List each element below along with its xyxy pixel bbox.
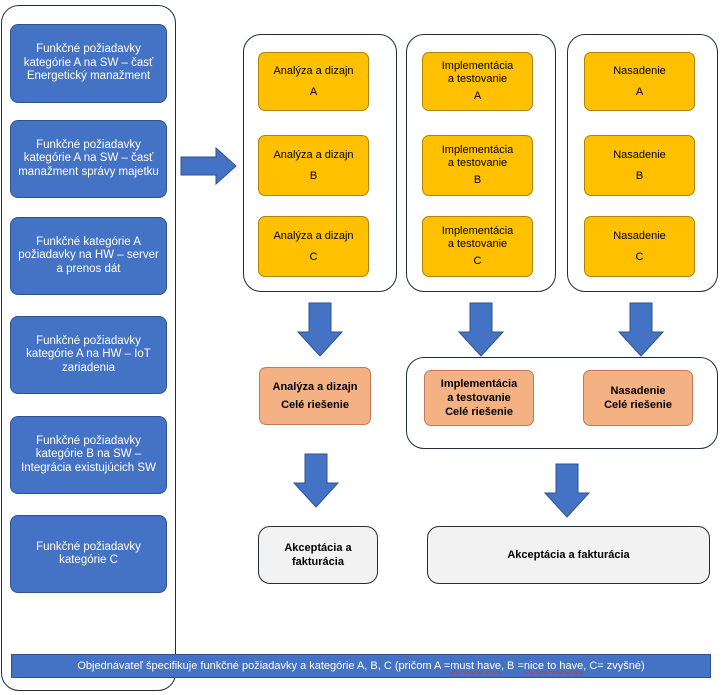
box-letter: C xyxy=(635,250,644,263)
banner-text-2: , B = xyxy=(500,660,524,672)
box-subtitle: Celé riešenie xyxy=(604,399,672,411)
box-subtitle: Celé riešenie xyxy=(281,399,349,411)
box-subtitle: a testovanie xyxy=(447,157,508,169)
requirement-box: Funkčné požiadavky kategórie A na HW – I… xyxy=(10,316,167,394)
down-arrow-icon xyxy=(543,463,591,518)
deployment-whole-solution-box: Nasadenie Celé riešenie xyxy=(583,370,693,426)
box-title: Akceptácia a fakturácia xyxy=(507,549,630,561)
requirement-box: Funkčné požiadavky kategórie C xyxy=(10,515,167,593)
box-title: Nasadenie xyxy=(613,229,666,242)
right-arrow-icon xyxy=(180,146,237,186)
down-arrow-icon xyxy=(296,302,344,357)
box-title: Implementácia xyxy=(441,144,514,156)
implementation-whole-solution-box: Implementácia a testovanie Celé riešenie xyxy=(424,370,534,426)
box-letter: A xyxy=(473,90,482,102)
implementation-box-c: Implementácia a testovanie C xyxy=(422,216,533,277)
banner-term-must-have: must have xyxy=(450,660,501,672)
box-letter: C xyxy=(309,250,318,263)
box-title: Nasadenie xyxy=(613,64,666,77)
box-subtitle: a testovanie xyxy=(447,73,508,85)
box-letter: B xyxy=(635,169,644,182)
box-letter: A xyxy=(309,85,318,98)
requirement-box: Funkčné požiadavky kategórie B na SW – I… xyxy=(10,416,167,494)
box-letter: B xyxy=(473,174,482,186)
down-arrow-icon xyxy=(292,453,340,508)
box-title: Nasadenie xyxy=(610,385,666,397)
analysis-whole-solution-box: Analýza a dizajn Celé riešenie xyxy=(259,367,371,425)
box-title: Analýza a dizajn xyxy=(273,148,354,161)
requirement-box: Funkčné požiadavky kategórie A na SW – č… xyxy=(10,24,167,103)
box-title: Analýza a dizajn xyxy=(273,64,354,77)
acceptance-box-right: Akceptácia a fakturácia xyxy=(427,526,710,584)
box-footer: Celé riešenie xyxy=(445,406,513,418)
implementation-box-a: Implementácia a testovanie A xyxy=(422,52,533,111)
analysis-box-b: Analýza a dizajn B xyxy=(258,135,369,196)
implementation-box-b: Implementácia a testovanie B xyxy=(422,135,533,196)
deployment-box-c: Nasadenie C xyxy=(584,216,695,277)
deployment-box-b: Nasadenie B xyxy=(584,135,695,196)
down-arrow-icon xyxy=(617,302,665,357)
box-title: Akceptácia a xyxy=(284,542,352,554)
banner-term-nice-to-have: nice to have xyxy=(523,660,584,672)
acceptance-box-left: Akceptácia a fakturácia xyxy=(258,526,378,584)
box-title: Implementácia xyxy=(440,378,518,390)
footer-banner: Objednávateľ špecifikuje funkčné požiada… xyxy=(11,654,711,678)
box-title: Implementácia xyxy=(441,60,514,72)
deployment-box-a: Nasadenie A xyxy=(584,52,695,111)
down-arrow-icon xyxy=(457,302,505,357)
banner-text-3: , C= zvyšné) xyxy=(583,660,645,672)
box-title: Implementácia xyxy=(441,225,514,237)
box-title: Nasadenie xyxy=(613,148,666,161)
requirement-box: Funkčné požiadavky kategórie A na SW – č… xyxy=(10,120,167,198)
box-subtitle: a testovanie xyxy=(447,238,508,250)
box-letter: A xyxy=(635,85,644,98)
box-subtitle: fakturácia xyxy=(292,556,344,568)
box-title: Analýza a dizajn xyxy=(272,381,358,393)
requirement-box: Funkčné kategórie A požiadavky na HW – s… xyxy=(10,217,167,295)
box-letter: C xyxy=(473,255,482,267)
box-letter: B xyxy=(309,169,318,182)
analysis-box-a: Analýza a dizajn A xyxy=(258,52,369,111)
banner-text-1: Objednávateľ špecifikuje funkčné požiada… xyxy=(77,660,451,672)
analysis-box-c: Analýza a dizajn C xyxy=(258,216,369,277)
box-title: Analýza a dizajn xyxy=(273,229,354,242)
box-subtitle: a testovanie xyxy=(447,392,511,404)
